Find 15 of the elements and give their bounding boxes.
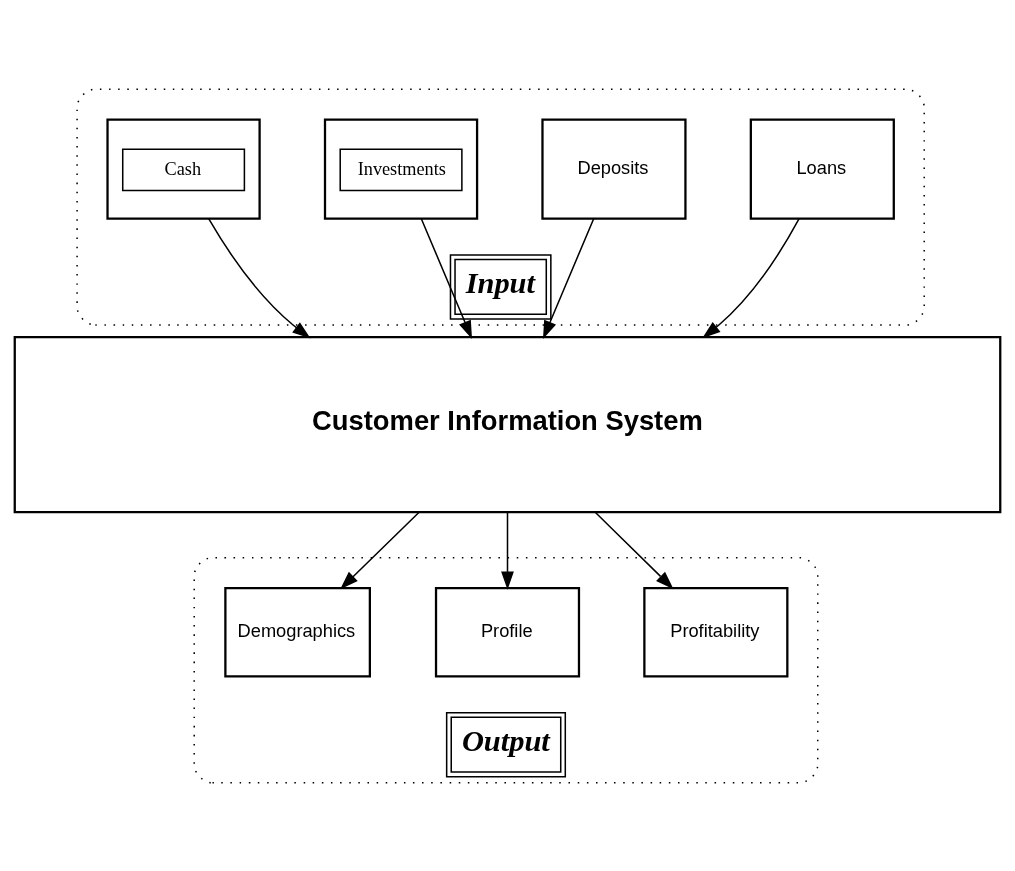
arrow bbox=[501, 511, 514, 590]
node-box: Profile bbox=[434, 586, 581, 677]
arrow bbox=[340, 511, 420, 589]
node-box: Cash bbox=[106, 118, 261, 220]
arrow bbox=[420, 217, 473, 339]
arrow bbox=[208, 217, 311, 338]
node-box: Demographics bbox=[224, 586, 371, 677]
arrow bbox=[542, 217, 595, 339]
node-box: Loans bbox=[749, 118, 895, 220]
node-box: Deposits bbox=[541, 118, 687, 220]
node-box: Investments bbox=[323, 118, 479, 220]
node-box: Customer Information System bbox=[13, 335, 1002, 513]
arrow bbox=[594, 511, 674, 589]
arrow bbox=[702, 217, 800, 338]
node-box: Profitability bbox=[643, 586, 789, 677]
